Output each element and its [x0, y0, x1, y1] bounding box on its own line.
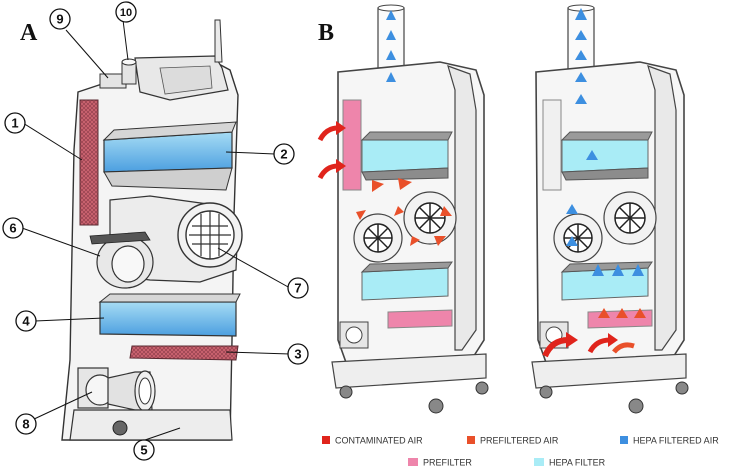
callout-8: 8 — [15, 413, 37, 435]
legend-swatch — [322, 436, 330, 444]
callout-9: 9 — [49, 8, 71, 30]
unit-left — [331, 4, 489, 414]
unit-left-inlet — [339, 321, 369, 349]
callout-7: 7 — [287, 277, 309, 299]
callout-3: 3 — [287, 343, 309, 365]
inlet-flange-bore — [138, 377, 152, 405]
unit-right-prefilter-side — [542, 99, 562, 191]
unit-left-prefilter-bottom — [387, 309, 453, 329]
legend-swatch — [467, 436, 475, 444]
legend-item-prefilter: PREFILTER — [408, 458, 472, 468]
legend: CONTAMINATED AIR PREFILTERED AIR HEPA FI… — [322, 436, 719, 468]
callout-6: 6 — [2, 217, 24, 239]
callout-7-number: 7 — [294, 281, 301, 296]
legend-label: PREFILTER — [423, 458, 472, 468]
unit-left-hepa-upper — [361, 139, 449, 173]
callout-2: 2 — [273, 143, 295, 165]
callout-9-number: 9 — [56, 12, 63, 27]
callout-6-number: 6 — [9, 221, 16, 236]
unit-left-prefilter-side — [342, 99, 362, 191]
leader-lines — [21, 19, 291, 441]
legend-swatch — [534, 458, 544, 466]
legend-label: HEPA FILTERED AIR — [633, 436, 719, 446]
blower-inlet — [111, 245, 145, 283]
legend-label: PREFILTERED AIR — [480, 436, 559, 446]
lower-hepa-top — [98, 293, 241, 303]
panel-a: A — [2, 1, 309, 461]
unit-left-side-panel — [447, 65, 477, 351]
callout-2-number: 2 — [280, 147, 287, 162]
panel-a-letter: A — [20, 20, 38, 46]
unit-right-hepa-upper — [561, 139, 649, 173]
unit-right-airflow — [542, 8, 646, 358]
blower-bracket — [89, 231, 151, 245]
callout-8-number: 8 — [22, 417, 29, 432]
callout-10-number: 10 — [120, 7, 132, 19]
legend-item-hepa-filter: HEPA FILTER — [534, 458, 606, 468]
callout-1-number: 1 — [11, 116, 18, 131]
exhaust-stack-top — [121, 58, 137, 66]
legend-label: CONTAMINATED AIR — [335, 436, 423, 446]
legend-item-contaminated-air: CONTAMINATED AIR — [322, 436, 423, 446]
panel-b: B — [317, 4, 719, 468]
upper-hepa-top — [102, 121, 237, 141]
caster-wheel — [112, 420, 128, 436]
right-panel-edge — [214, 19, 223, 63]
bottom-prefilter — [129, 345, 239, 361]
unit-left-airflow — [317, 10, 452, 246]
unit-left-hepa-lower — [361, 267, 449, 301]
callout-5-number: 5 — [140, 443, 147, 458]
legend-item-hepa-filtered-air: HEPA FILTERED AIR — [620, 436, 719, 446]
cabinet-base — [69, 409, 233, 441]
unit-right-base — [531, 353, 687, 389]
legend-label: HEPA FILTER — [549, 458, 606, 468]
unit-left-base — [331, 353, 487, 389]
unit-right-side-panel — [647, 65, 677, 351]
callout-10: 10 — [115, 1, 137, 23]
top-duct-opening — [159, 65, 213, 95]
unit-right — [531, 4, 689, 414]
legend-swatch — [408, 458, 418, 466]
callout-1: 1 — [4, 112, 26, 134]
panel-b-letter: B — [318, 20, 334, 46]
lower-hepa-filter — [99, 301, 237, 337]
side-prefilter — [79, 99, 99, 226]
callout-4-number: 4 — [22, 314, 30, 329]
legend-item-prefiltered-air: PREFILTERED AIR — [467, 436, 559, 446]
callout-4: 4 — [15, 310, 37, 332]
upper-hepa-tray — [103, 167, 233, 191]
callout-5: 5 — [133, 439, 155, 461]
legend-swatch — [620, 436, 628, 444]
callout-3-number: 3 — [294, 347, 301, 362]
